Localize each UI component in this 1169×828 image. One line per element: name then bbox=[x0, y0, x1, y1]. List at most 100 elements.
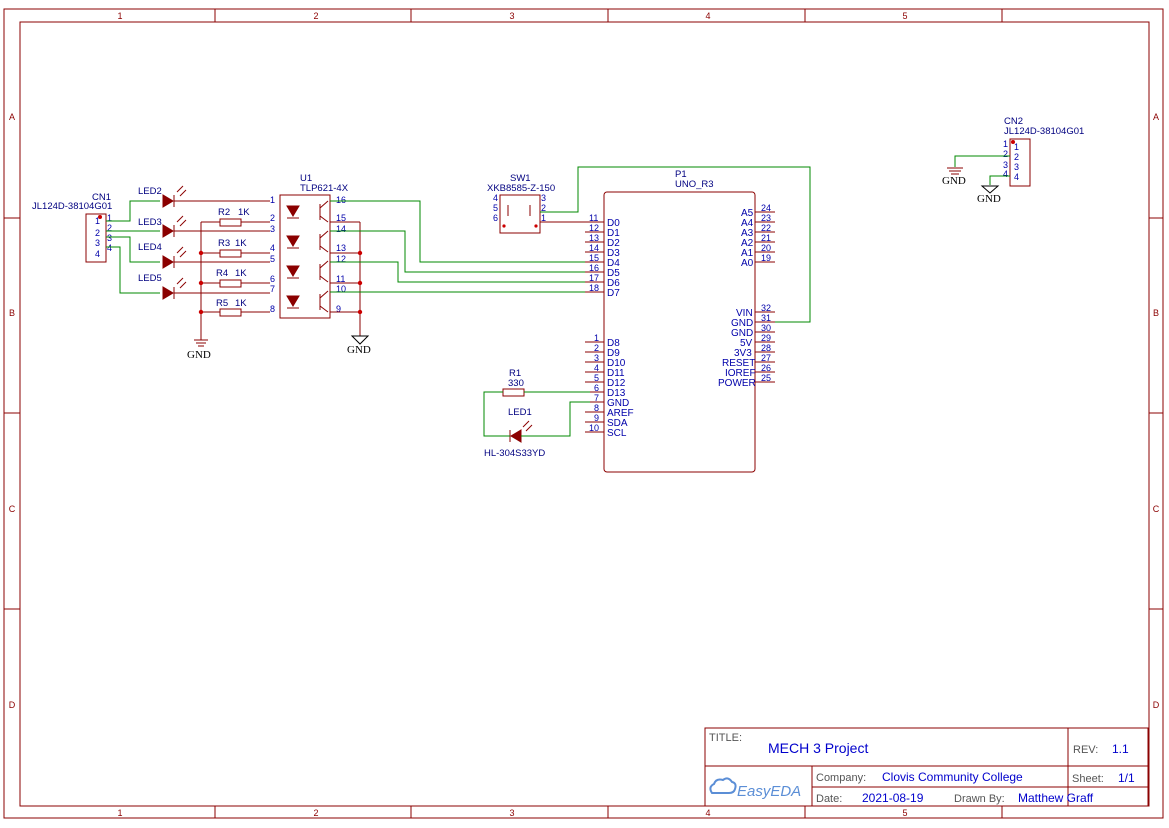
svg-text:24: 24 bbox=[761, 203, 771, 213]
zone-col-5: 5 bbox=[902, 11, 907, 21]
svg-text:1: 1 bbox=[594, 333, 599, 343]
svg-text:16: 16 bbox=[336, 195, 346, 205]
gnd-symbol-left: GND bbox=[187, 339, 211, 361]
p1-ref: P1 bbox=[675, 169, 687, 180]
led1-part: HL-304S33YD bbox=[484, 448, 545, 459]
rev-value: 1.1 bbox=[1112, 742, 1129, 756]
u1-ref: U1 bbox=[300, 173, 312, 184]
zone-row-d-right: D bbox=[1153, 700, 1160, 710]
cn1-ref: CN1 bbox=[92, 192, 111, 203]
svg-text:SCL: SCL bbox=[607, 428, 627, 439]
cn2-wires: GND GND bbox=[942, 155, 1010, 205]
svg-text:2: 2 bbox=[1014, 152, 1019, 162]
svg-text:20: 20 bbox=[761, 243, 771, 253]
r4[interactable]: R4 1K bbox=[201, 268, 270, 288]
led2[interactable]: LED2 bbox=[138, 185, 270, 208]
cn1-num-4: 4 bbox=[107, 243, 112, 253]
sw1-switch[interactable]: SW1 XKB8585-Z-150 4 5 6 3 2 1 bbox=[487, 173, 555, 234]
r1-resistor[interactable]: R1 330 bbox=[502, 368, 525, 397]
svg-text:3V3: 3V3 bbox=[734, 348, 752, 359]
svg-text:18: 18 bbox=[589, 283, 599, 293]
svg-text:5: 5 bbox=[270, 254, 275, 264]
zone-col-1-bottom: 1 bbox=[117, 808, 122, 818]
svg-text:13: 13 bbox=[336, 243, 346, 253]
r5[interactable]: R5 1K bbox=[201, 298, 270, 317]
led3[interactable]: LED3 bbox=[138, 215, 270, 238]
cn2-part: JL124D-38104G01 bbox=[1004, 126, 1084, 137]
svg-text:D1: D1 bbox=[607, 228, 620, 239]
u1-optocoupler[interactable]: U1 TLP621-4X 1 2 3 4 5 6 7 8 16 15 14 13… bbox=[270, 173, 349, 319]
led-array: LED2 LED3 LED4 LED5 bbox=[138, 185, 270, 300]
svg-text:3: 3 bbox=[270, 224, 275, 234]
cn1-num-1: 1 bbox=[107, 213, 112, 223]
p1-part: UNO_R3 bbox=[675, 179, 714, 190]
svg-text:GND: GND bbox=[607, 398, 629, 409]
cn1-connector[interactable]: CN1 JL124D-38104G01 1 2 3 4 1 2 3 4 bbox=[32, 192, 112, 263]
zone-row-c-right: C bbox=[1153, 504, 1160, 514]
u1-part: TLP621-4X bbox=[300, 183, 349, 194]
svg-text:2: 2 bbox=[541, 203, 546, 213]
led1[interactable]: LED1 HL-304S33YD bbox=[484, 407, 545, 459]
svg-text:A1: A1 bbox=[741, 248, 754, 259]
r5-ref: R5 bbox=[216, 298, 228, 309]
r4-ref: R4 bbox=[216, 268, 228, 279]
svg-text:POWER: POWER bbox=[718, 378, 756, 389]
cn1-pin-2: 2 bbox=[95, 228, 100, 238]
svg-text:3: 3 bbox=[541, 193, 546, 203]
r3[interactable]: R3 1K bbox=[201, 238, 270, 258]
zone-row-d: D bbox=[9, 700, 16, 710]
svg-text:14: 14 bbox=[589, 243, 599, 253]
sw1-wires bbox=[540, 166, 811, 323]
svg-text:12: 12 bbox=[589, 223, 599, 233]
svg-text:D3: D3 bbox=[607, 248, 620, 259]
r1-value: 330 bbox=[508, 378, 524, 389]
svg-text:A0: A0 bbox=[741, 258, 754, 269]
svg-text:D4: D4 bbox=[607, 258, 620, 269]
svg-text:10: 10 bbox=[336, 284, 346, 294]
svg-text:26: 26 bbox=[761, 363, 771, 373]
svg-text:GND: GND bbox=[731, 328, 753, 339]
svg-text:D2: D2 bbox=[607, 238, 620, 249]
gnd-symbol-cn2a: GND bbox=[942, 167, 966, 187]
svg-text:D0: D0 bbox=[607, 218, 620, 229]
gnd-left-label: GND bbox=[187, 349, 211, 361]
svg-text:D10: D10 bbox=[607, 358, 626, 369]
zone-col-3-bottom: 3 bbox=[509, 808, 514, 818]
zone-row-c: C bbox=[9, 504, 16, 514]
svg-text:32: 32 bbox=[761, 303, 771, 313]
r4-value: 1K bbox=[235, 268, 247, 279]
svg-text:4: 4 bbox=[493, 193, 498, 203]
svg-text:23: 23 bbox=[761, 213, 771, 223]
svg-text:16: 16 bbox=[589, 263, 599, 273]
svg-text:30: 30 bbox=[761, 323, 771, 333]
gnd-symbol-u1: GND bbox=[347, 335, 371, 356]
led4[interactable]: LED4 bbox=[138, 242, 270, 269]
svg-text:D6: D6 bbox=[607, 278, 620, 289]
svg-text:1: 1 bbox=[270, 195, 275, 205]
led5[interactable]: LED5 bbox=[138, 273, 270, 300]
cn1-pin-3: 3 bbox=[95, 238, 100, 248]
project-title: MECH 3 Project bbox=[768, 740, 868, 756]
svg-text:10: 10 bbox=[589, 423, 599, 433]
svg-text:3: 3 bbox=[1014, 162, 1019, 172]
svg-text:13: 13 bbox=[589, 233, 599, 243]
svg-text:D5: D5 bbox=[607, 268, 620, 279]
sw1-part: XKB8585-Z-150 bbox=[487, 183, 555, 194]
svg-text:A5: A5 bbox=[741, 208, 754, 219]
cn2-connector[interactable]: CN2 JL124D-38104G01 1 2 3 4 1 2 3 4 bbox=[1003, 116, 1084, 187]
title-label: TITLE: bbox=[709, 732, 742, 744]
svg-text:29: 29 bbox=[761, 333, 771, 343]
svg-text:AREF: AREF bbox=[607, 408, 634, 419]
svg-text:6: 6 bbox=[270, 274, 275, 284]
zone-col-4: 4 bbox=[705, 11, 710, 21]
company-label: Company: bbox=[816, 772, 866, 784]
svg-text:GND: GND bbox=[731, 318, 753, 329]
sheet-value: 1/1 bbox=[1118, 771, 1135, 785]
r2[interactable]: R2 1K bbox=[201, 207, 270, 227]
svg-text:5: 5 bbox=[493, 203, 498, 213]
svg-text:4: 4 bbox=[270, 243, 275, 253]
